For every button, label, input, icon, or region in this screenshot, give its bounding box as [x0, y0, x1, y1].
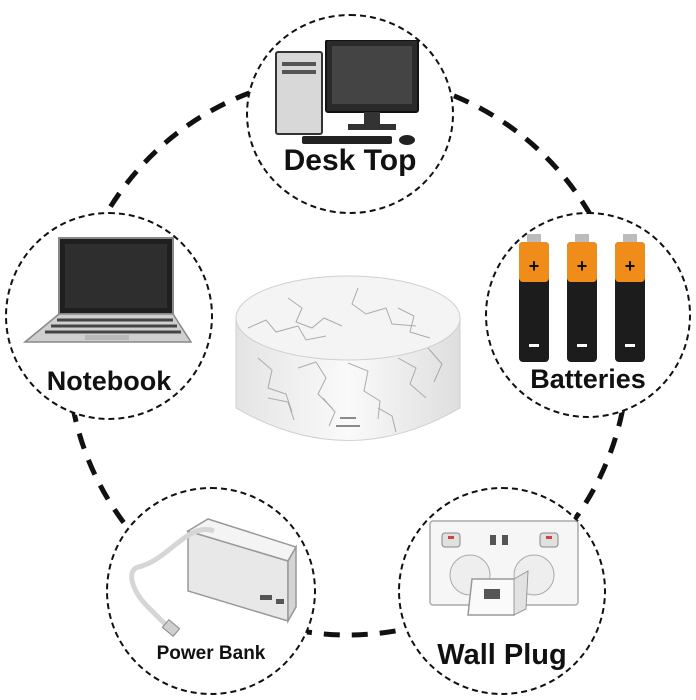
- notebook-node: Notebook: [5, 212, 213, 420]
- batteries-icon: + + +: [519, 234, 645, 362]
- desktop-computer-icon: [275, 40, 419, 145]
- desktop-node: Desk Top: [246, 14, 454, 214]
- laptop-icon: [23, 237, 193, 343]
- crackle-lamp-base-icon: [235, 275, 461, 441]
- svg-text:+: +: [577, 256, 588, 276]
- wall-plug-icon: [429, 520, 579, 616]
- power-bank-label: Power Bank: [156, 643, 266, 664]
- batteries-label: Batteries: [530, 364, 646, 394]
- power-bank-icon: [129, 518, 298, 638]
- svg-text:+: +: [529, 256, 540, 276]
- wall-plug-node: Wall Plug: [398, 487, 606, 695]
- batteries-node: + + + Batteries: [485, 212, 691, 418]
- power-bank-node: Power Bank: [106, 487, 316, 695]
- notebook-label: Notebook: [46, 366, 172, 396]
- desktop-label: Desk Top: [283, 144, 417, 177]
- wall-plug-label: Wall Plug: [437, 639, 567, 671]
- svg-text:+: +: [625, 256, 636, 276]
